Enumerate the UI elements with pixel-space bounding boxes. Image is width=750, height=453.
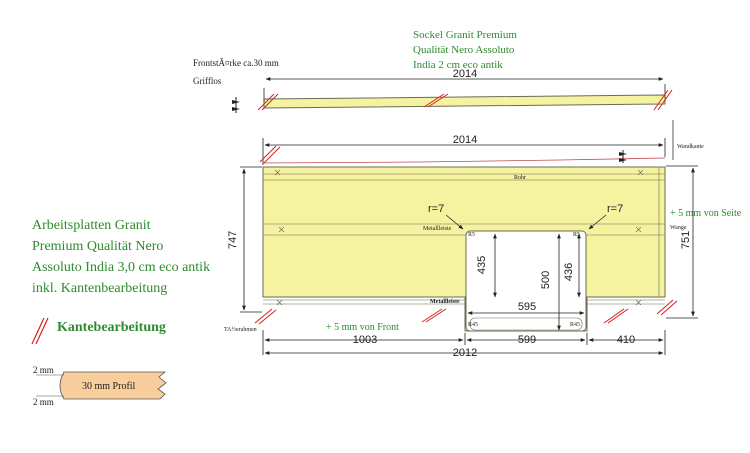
dim-cut-label: 599 xyxy=(518,334,536,346)
grifflos-label: Grifflos xyxy=(193,76,222,86)
profile-top-mm: 2 mm xyxy=(33,365,54,375)
sockel-kante-marks xyxy=(257,89,673,111)
kante-legend-label: Kantebearbeitung xyxy=(57,320,166,335)
dim-right-label: 410 xyxy=(617,334,635,346)
cut-right-height2-label: 436 xyxy=(563,263,575,281)
depth-left-label: 747 xyxy=(227,231,239,249)
radius-callouts: r=7 r=7 xyxy=(428,203,623,230)
frontstaerke-label: FrontstÃ¤rke ca.30 mm xyxy=(193,58,279,68)
wall-profile-symbol xyxy=(619,150,627,163)
description-line-3: Assoluto India 3,0 cm eco antik xyxy=(32,260,211,275)
wange-label: Wange xyxy=(670,225,687,231)
r5-right-label: R5 xyxy=(573,232,580,238)
seite-note: + 5 mm von Seite xyxy=(670,208,742,219)
sockel-plate xyxy=(263,94,666,109)
cut-left-height-label: 435 xyxy=(476,256,488,274)
ta-label: TA½erahmen xyxy=(224,326,257,333)
dim-total-label: 2012 xyxy=(453,347,477,359)
description-line-2: Premium Qualität Nero xyxy=(32,239,164,254)
profile-label: 30 mm Profil xyxy=(82,381,136,392)
sockel-line-1: Sockel Granit Premium xyxy=(413,29,517,41)
depth-left-dimension: 747 xyxy=(227,166,262,313)
r5-left-label: R5 xyxy=(468,232,475,238)
depth-right-dimension: 751 xyxy=(666,165,698,319)
rohr-label: Rohr xyxy=(514,175,526,181)
metallleiste-top-label: Metallleiste xyxy=(423,226,452,232)
profile-bottom-mm: 2 mm xyxy=(33,397,54,407)
front-note: + 5 mm von Front xyxy=(326,322,399,333)
sockel-line-2: Qualität Nero Assoluto xyxy=(413,44,515,56)
description-line-1: Arbeitsplatten Granit xyxy=(32,218,151,233)
worktop-kante-marks xyxy=(254,145,678,325)
description-line-4: inkl. Kantenbearbeitung xyxy=(32,281,168,296)
dim-left-label: 1003 xyxy=(353,334,377,346)
r45-left-label: R45 xyxy=(468,322,478,328)
cut-width-label: 595 xyxy=(518,301,536,313)
depth-right-label: 751 xyxy=(680,231,692,249)
kante-legend-icon xyxy=(31,317,49,345)
cut-right-height-label: 500 xyxy=(540,271,552,289)
sockel-profile-symbol xyxy=(232,97,240,113)
wandkante-label: Wandkante xyxy=(677,144,704,150)
sockel-length-dimension: 2014 xyxy=(263,68,666,102)
corner-markers xyxy=(274,169,644,306)
top-length-dimension: 2014 Wandkante xyxy=(262,120,704,165)
metallleiste-bottom-label: Metallleiste xyxy=(430,299,460,305)
sockel-length-label: 2014 xyxy=(453,68,477,80)
bottom-dimensions: 1003 599 410 2012 xyxy=(262,330,666,359)
sockel-line-3: India 2 cm eco antik xyxy=(413,59,503,71)
cutout-dimensions: 435 500 436 595 xyxy=(467,233,585,331)
worktop-outline xyxy=(262,157,666,332)
radius-right-label: r=7 xyxy=(607,203,623,215)
profile-legend: 30 mm Profil xyxy=(36,371,167,400)
top-length-label: 2014 xyxy=(453,134,477,146)
radius-left-label: r=7 xyxy=(428,203,444,215)
r45-right-label: R45 xyxy=(570,322,580,328)
